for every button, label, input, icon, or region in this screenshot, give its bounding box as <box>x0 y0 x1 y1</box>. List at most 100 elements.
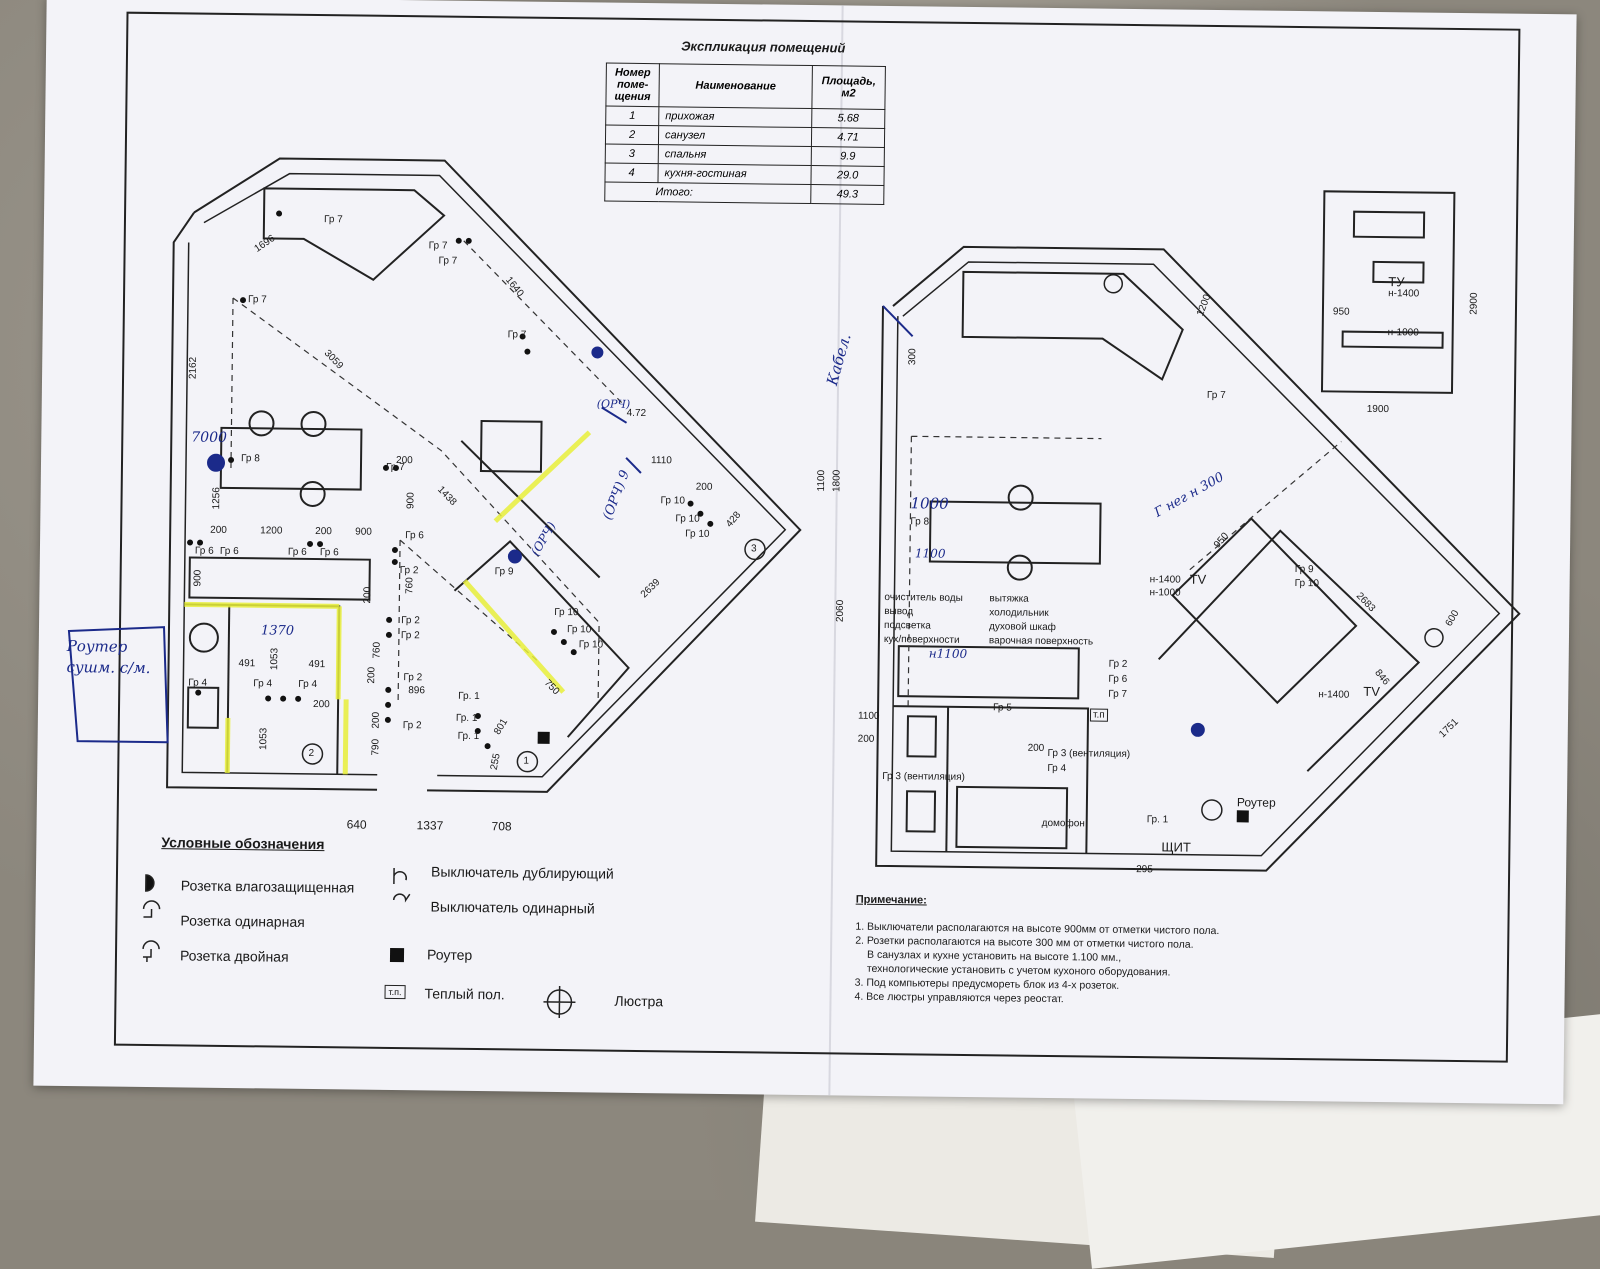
dim: 1900 <box>1366 403 1390 416</box>
kitchen-label: вытяжка <box>989 593 1029 605</box>
tv-elevation-panel <box>1320 190 1456 394</box>
dim: 790 <box>370 738 382 756</box>
dim: 200 <box>210 524 227 536</box>
room-number: 2 <box>308 747 315 760</box>
group-label: Гр 6 <box>405 530 424 542</box>
legend-item: Выключатель дублирующий <box>430 863 614 882</box>
group-label: Гр 2 <box>403 672 423 684</box>
kitchen-label: подсветка <box>884 619 931 632</box>
dim: 896 <box>408 685 426 697</box>
group-label: Гр 4 <box>253 678 273 690</box>
group-label: Гр 5 <box>993 702 1012 714</box>
tv-elevation-screen <box>1372 260 1425 284</box>
dim: 491 <box>308 658 326 671</box>
group-label: Гр 2 <box>400 630 420 642</box>
group-label: Гр 7 <box>1108 688 1128 700</box>
group-label: Гр 6 <box>319 547 339 559</box>
dim: 200 <box>366 666 378 684</box>
left-room1-wall <box>453 540 630 738</box>
dim: 1053 <box>258 727 270 751</box>
legend-switch-icons <box>392 867 411 903</box>
legend-socket-icons <box>142 874 161 963</box>
warm-floor-icon: т.п. <box>384 984 406 1000</box>
handwriting: 1370 <box>260 623 295 639</box>
kitchen-label: духовой шкаф <box>989 621 1056 634</box>
dim: 200 <box>857 733 875 745</box>
height-label: н-1400 <box>1318 689 1350 701</box>
height-label: н-1400 <box>1149 574 1181 586</box>
right-bath-inner <box>945 706 950 852</box>
group-label: Гр 10 <box>554 606 579 619</box>
kitchen-label: кух/поверхности <box>883 633 960 646</box>
right-toilet <box>905 790 937 833</box>
group-label: Гр 10 <box>685 528 710 540</box>
height-label: н-1000 <box>1387 327 1419 339</box>
right-wardrobe <box>955 785 1069 850</box>
group-label: Гр 9 <box>494 566 514 578</box>
tv-elevation-stand <box>1341 330 1444 349</box>
dim: 1337 <box>416 818 444 833</box>
group-label: Гр 4 <box>298 678 318 691</box>
dim: 200 <box>313 699 330 711</box>
handwriting: 1100 <box>914 546 946 561</box>
dim: 1100 <box>815 469 828 492</box>
kitchen-label: холодильник <box>989 607 1049 619</box>
dim: 300 <box>907 348 919 366</box>
router-mark <box>537 731 550 744</box>
group-label: Гр 10 <box>566 624 592 636</box>
double-switch-icon <box>393 867 408 885</box>
group-label: Гр 10 <box>675 513 700 525</box>
router-icon <box>389 947 405 963</box>
dim: 200 <box>315 526 332 538</box>
dim: 640 <box>346 817 367 832</box>
dim: 760 <box>404 577 416 595</box>
dim: 200 <box>370 711 382 729</box>
legend-item: Розетка влагозащищенная <box>180 877 355 896</box>
group-label: Гр 8 <box>910 516 930 528</box>
left-kitchen-counter <box>188 556 371 601</box>
group-label: Гр 6 <box>219 545 239 558</box>
right-dining-table <box>928 500 1102 565</box>
handwriting-router-note: Роутер сушм. с/м. <box>66 636 151 678</box>
dim: 2060 <box>834 599 847 623</box>
left-plan-inner-wall <box>181 172 787 778</box>
right-washer <box>906 715 937 758</box>
dim: 708 <box>491 819 512 834</box>
group-label: Гр 2 <box>399 565 419 577</box>
notes-title: Примечание: <box>855 893 927 907</box>
note-line: 4. Все люстры управляются через реостат. <box>854 990 1064 1006</box>
height-label: н-1400 <box>1388 288 1420 300</box>
group-label: Гр. 1 <box>455 712 478 725</box>
warm-floor-mark: т.п <box>1089 708 1108 722</box>
group-label: Гр 2 <box>1108 658 1128 670</box>
legend-title: Условные обозначения <box>161 834 325 853</box>
left-toilet <box>186 686 220 729</box>
panel-label: ЩИТ <box>1161 839 1191 855</box>
group-label: Гр 7 <box>323 214 343 226</box>
group-label: Гр 6 <box>1108 673 1128 685</box>
kitchen-left-labels: очиститель воды вывод подсветка кух/пове… <box>884 591 963 648</box>
left-bed-head <box>479 420 543 473</box>
handwriting: н1100 <box>928 646 968 661</box>
dim: 2162 <box>187 356 199 380</box>
group-label: Гр 4 <box>1047 762 1067 775</box>
router-label: Роутер <box>1236 795 1276 810</box>
double-socket-icon <box>142 940 160 963</box>
handwriting: 1000 <box>910 494 949 513</box>
vent-label: Гр 3 (вентиляция) <box>1047 747 1131 760</box>
tv-label: ТУ <box>1388 274 1405 290</box>
right-plan-outer-wall <box>875 245 1521 872</box>
handwriting: 7000 <box>191 429 228 446</box>
group-label: Гр. 1 <box>457 730 480 743</box>
dim: 200 <box>362 586 374 604</box>
right-chair <box>1007 484 1034 511</box>
right-chair <box>1006 554 1033 581</box>
right-kitchen-counter <box>897 645 1080 700</box>
group-label: Гр 7 <box>428 240 448 252</box>
left-chair <box>300 410 327 437</box>
right-bedroom-wall <box>1157 529 1421 772</box>
group-label: Гр 10 <box>578 639 604 651</box>
group-label: Гр 8 <box>241 453 260 465</box>
dim: 950 <box>1332 306 1350 318</box>
legend-item: Выключатель одинарный <box>430 898 595 917</box>
